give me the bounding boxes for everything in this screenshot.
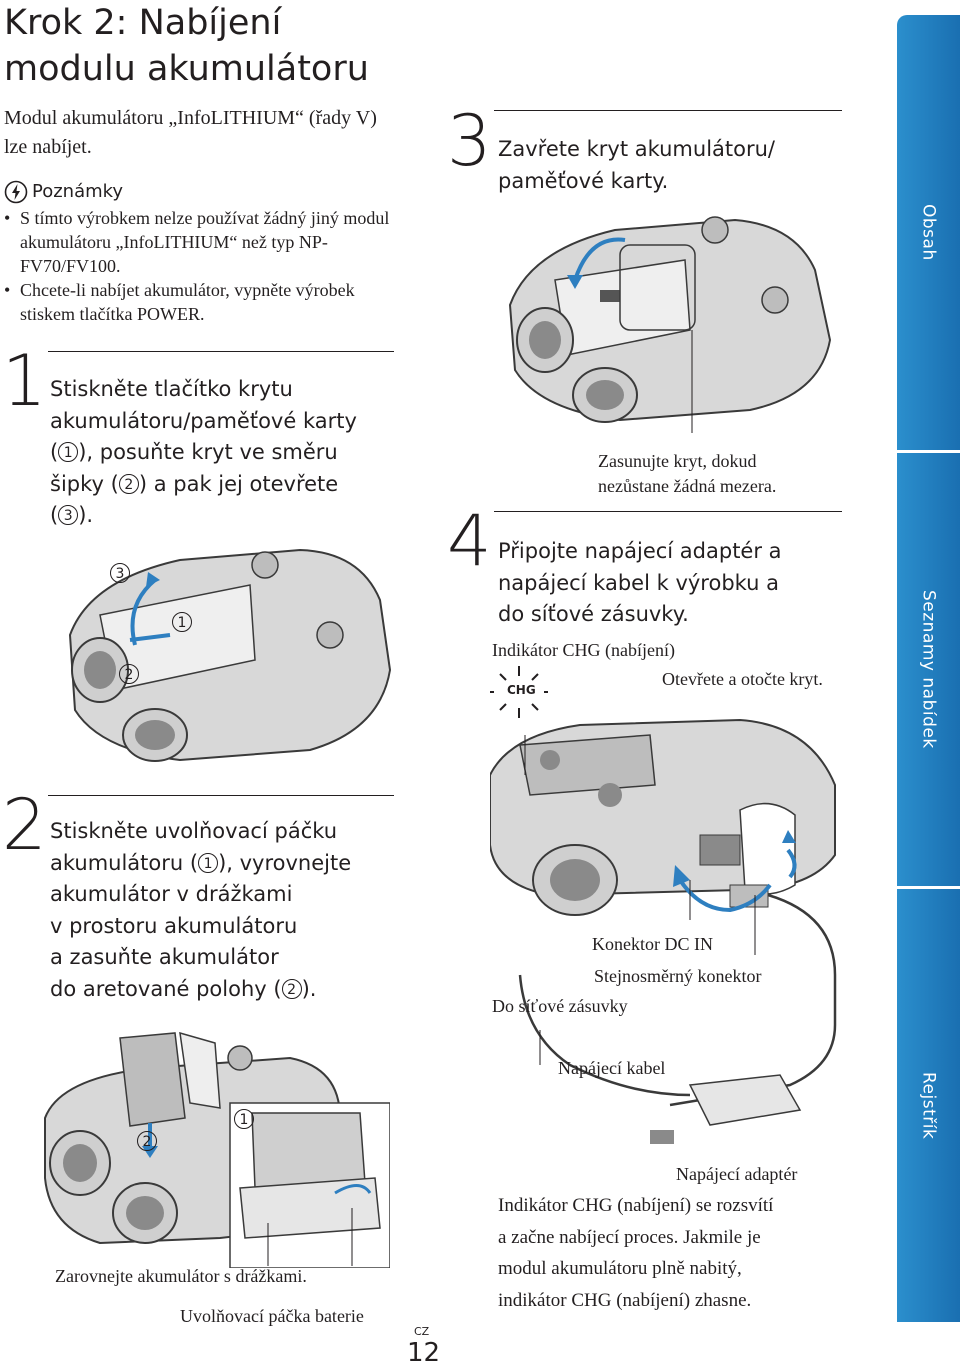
step2-illustration [44,1031,390,1268]
note-warning-icon [4,180,28,204]
tab-menus[interactable]: Seznamy nabídek [897,453,960,886]
marker-2-step2: 2 [137,1131,157,1151]
tab-contents[interactable]: Obsah [897,15,960,450]
page-language: CZ [414,1325,430,1338]
page-title: Krok 2: Nabíjení modulu akumulátoru [4,3,369,89]
notes-heading: Poznámky [4,178,123,206]
caption-dcin: Konektor DC IN [592,934,713,954]
step1-text: Stiskněte tlačítko krytu akumulátoru/pam… [50,377,357,527]
marker-1: 1 [172,612,192,632]
step4-number: 4 [447,500,492,582]
step3-number: 3 [447,100,492,182]
step4-illustration [490,718,837,1144]
marker-3: 3 [110,563,130,583]
chg-indicator: CHG [488,664,550,720]
note-item: S tímto výrobkem nelze používat žádný ji… [4,206,394,278]
step2-number: 2 [2,784,47,866]
caption-outlet: Do síťové zásuvky [492,996,628,1016]
step1-number: 1 [2,340,47,422]
note-item: Chcete-li nabíjet akumulátor, vypněte vý… [4,278,394,326]
page-number: 12 [407,1338,441,1368]
step4-text: Připojte napájecí adaptér a napájecí kab… [498,539,782,626]
step1-illustration [68,548,392,762]
step3-rule [494,110,842,111]
chg-glow-icon [490,666,548,718]
marker-2: 2 [119,664,139,684]
final-text: Indikátor CHG (nabíjení) se rozsvítí a z… [498,1195,774,1311]
chg-label: CHG [507,683,536,697]
caption-open: Otevřete a otočte kryt. [662,669,823,689]
caption-cable: Napájecí kabel [558,1058,666,1078]
caption-chg: Indikátor CHG (nabíjení) [492,640,675,660]
step2-text: Stiskněte uvolňovací páčku akumulátoru (… [50,819,352,1001]
intro-text: Modul akumulátoru „InfoLITHIUM“ (řady V)… [4,107,377,158]
notes-list: S tímto výrobkem nelze používat žádný ji… [4,206,394,326]
step4-rule [494,511,842,512]
caption-lever: Uvolňovací páčka baterie [180,1306,364,1326]
caption-slide: Zasunujte kryt, dokud nezůstane žádná me… [598,451,777,496]
step3-text: Zavřete kryt akumulátoru/ paměťové karty… [498,137,775,193]
caption-align: Zarovnejte akumulátor s drážkami. [55,1266,307,1286]
caption-adapter: Napájecí adaptér [676,1164,798,1184]
step2-rule [48,795,394,796]
caption-dcplug: Stejnosměrný konektor [594,966,762,986]
step3-illustration [508,216,832,433]
tab-index[interactable]: Rejstřík [897,889,960,1322]
step1-rule [48,351,394,352]
marker-1-step2: 1 [234,1109,254,1129]
